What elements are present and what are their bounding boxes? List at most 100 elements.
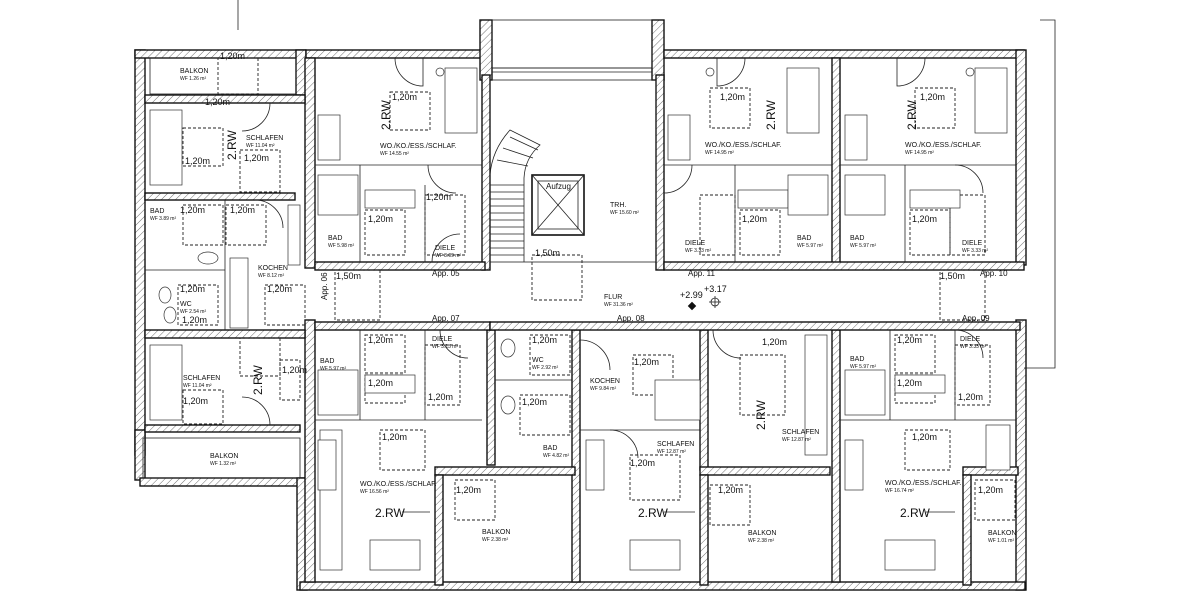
dimension-label: 1,20m bbox=[456, 485, 481, 495]
room-area: WF 15.60 m² bbox=[610, 210, 639, 216]
room-name: DIELE bbox=[432, 336, 453, 343]
room-area: WF 14.95 m² bbox=[905, 150, 934, 156]
room-name: BAD bbox=[150, 208, 164, 215]
room-area: WF 12.87 m² bbox=[657, 449, 686, 455]
escape-route-label: 2.RW bbox=[638, 506, 668, 520]
room-name: BALKON bbox=[482, 529, 510, 536]
bed-icon bbox=[786, 67, 820, 134]
dimension-label: 1,20m bbox=[978, 485, 1003, 495]
shower-icon bbox=[317, 369, 359, 416]
structural-walls bbox=[134, 19, 1027, 591]
level-marker: +2.99 bbox=[680, 290, 703, 300]
room-area: WF 2.92 m² bbox=[532, 365, 558, 371]
dimension-label: 1,20m bbox=[220, 51, 245, 61]
apartment-number: App. 07 bbox=[432, 314, 460, 323]
elevator-label: Aufzug bbox=[546, 182, 571, 191]
room-area: WF 3.09 m² bbox=[435, 253, 461, 259]
kitchen-counter-icon bbox=[844, 439, 864, 491]
room-area: WF 5.97 m² bbox=[797, 243, 823, 249]
dimension-label: 1,20m bbox=[428, 392, 453, 402]
room-name: KOCHEN bbox=[590, 378, 620, 385]
dimension-label: 1,20m bbox=[762, 337, 787, 347]
room-name: WO./KO./ESS./SCHLAF. bbox=[360, 481, 437, 488]
sink-icon bbox=[163, 306, 177, 324]
sink-icon bbox=[737, 189, 789, 209]
room-area: WF 1.01 m² bbox=[988, 538, 1014, 544]
kitchen-counter-icon bbox=[667, 114, 691, 161]
escape-route-label: 2.RW bbox=[379, 100, 393, 130]
dimension-label: 1,20m bbox=[282, 365, 307, 375]
room-area: WF 1.26 m² bbox=[180, 76, 206, 82]
stair-treads bbox=[489, 129, 541, 262]
room-area: WF 3.33 m² bbox=[962, 248, 988, 254]
escape-route-label: 2.RW bbox=[754, 400, 768, 430]
bed-icon bbox=[444, 67, 478, 134]
room-name: BAD bbox=[328, 235, 342, 242]
toilet-icon bbox=[158, 286, 172, 304]
fixtures bbox=[149, 57, 1011, 571]
toilet-icon bbox=[500, 338, 516, 358]
level-marker: +3.17 bbox=[704, 284, 727, 294]
dimension-label: 1,50m bbox=[940, 271, 965, 281]
room-name: SCHLAFEN bbox=[782, 429, 819, 436]
sink-icon bbox=[894, 374, 946, 394]
room-name: WO./KO./ESS./SCHLAF. bbox=[885, 480, 962, 487]
outlet-icon bbox=[705, 67, 715, 77]
room-area: WF 14.55 m² bbox=[380, 151, 409, 157]
dimension-label: 1,20m bbox=[230, 205, 255, 215]
kitchen-counter-icon bbox=[654, 379, 701, 421]
dimension-label: 1,20m bbox=[185, 156, 210, 166]
shower-icon bbox=[844, 369, 886, 416]
room-name: SCHLAFEN bbox=[183, 375, 220, 382]
room-area: WF 14.95 m² bbox=[705, 150, 734, 156]
dimension-label: 1,20m bbox=[920, 92, 945, 102]
dimension-label: 1,20m bbox=[532, 335, 557, 345]
room-name: WO./KO./ESS./SCHLAF. bbox=[905, 142, 982, 149]
room-name: TRH. bbox=[610, 202, 626, 209]
dimension-label: 1,20m bbox=[182, 315, 207, 325]
shower-icon bbox=[844, 174, 886, 216]
room-area: WF 2.38 m² bbox=[748, 538, 774, 544]
dimension-label: 1,20m bbox=[426, 192, 451, 202]
dimension-label: 1,20m bbox=[267, 284, 292, 294]
room-name: BAD bbox=[797, 235, 811, 242]
dimension-label: 1,20m bbox=[205, 97, 230, 107]
sink-icon bbox=[364, 374, 416, 394]
dimension-label: 1,20m bbox=[912, 214, 937, 224]
room-area: WF 3.33 m² bbox=[685, 248, 711, 254]
apartment-number: App. 08 bbox=[617, 314, 645, 323]
room-name: DIELE bbox=[962, 240, 983, 247]
room-name: DIELE bbox=[435, 245, 456, 252]
room-name: WC bbox=[180, 301, 192, 308]
dimension-label: 1,20m bbox=[392, 92, 417, 102]
room-area: WF 2.38 m² bbox=[482, 537, 508, 543]
escape-route-label: 2.RW bbox=[764, 100, 778, 130]
dimension-label: 1,50m bbox=[336, 271, 361, 281]
room-area: WF 12.87 m² bbox=[782, 437, 811, 443]
room-area: WF 16.74 m² bbox=[885, 488, 914, 494]
kitchen-counter-icon bbox=[585, 439, 605, 491]
bed-icon bbox=[804, 334, 828, 456]
dimension-label: 1,20m bbox=[183, 396, 208, 406]
escape-route-label: 2.RW bbox=[900, 506, 930, 520]
escape-route-label: 2.RW bbox=[251, 365, 265, 395]
room-name: SCHLAFEN bbox=[657, 441, 694, 448]
room-area: WF 31.36 m² bbox=[604, 302, 633, 308]
room-name: SCHLAFEN bbox=[246, 135, 283, 142]
dimension-label: 1,20m bbox=[368, 378, 393, 388]
bathtub-icon bbox=[149, 344, 183, 421]
room-area: WF 3.15 m² bbox=[432, 344, 458, 350]
dimension-label: 1,20m bbox=[382, 432, 407, 442]
outlet-icon bbox=[965, 67, 975, 77]
dimension-label: 1,20m bbox=[958, 392, 983, 402]
outlet-icon bbox=[435, 67, 445, 77]
bathtub-icon bbox=[149, 109, 183, 186]
kitchen-counter-icon bbox=[317, 439, 337, 491]
bed-icon bbox=[985, 424, 1011, 471]
shower-icon bbox=[787, 174, 829, 216]
room-name: BALKON bbox=[180, 68, 208, 75]
dimension-label: 1,50m bbox=[535, 248, 560, 258]
room-name: BAD bbox=[320, 358, 334, 365]
bed-icon bbox=[974, 67, 1008, 134]
